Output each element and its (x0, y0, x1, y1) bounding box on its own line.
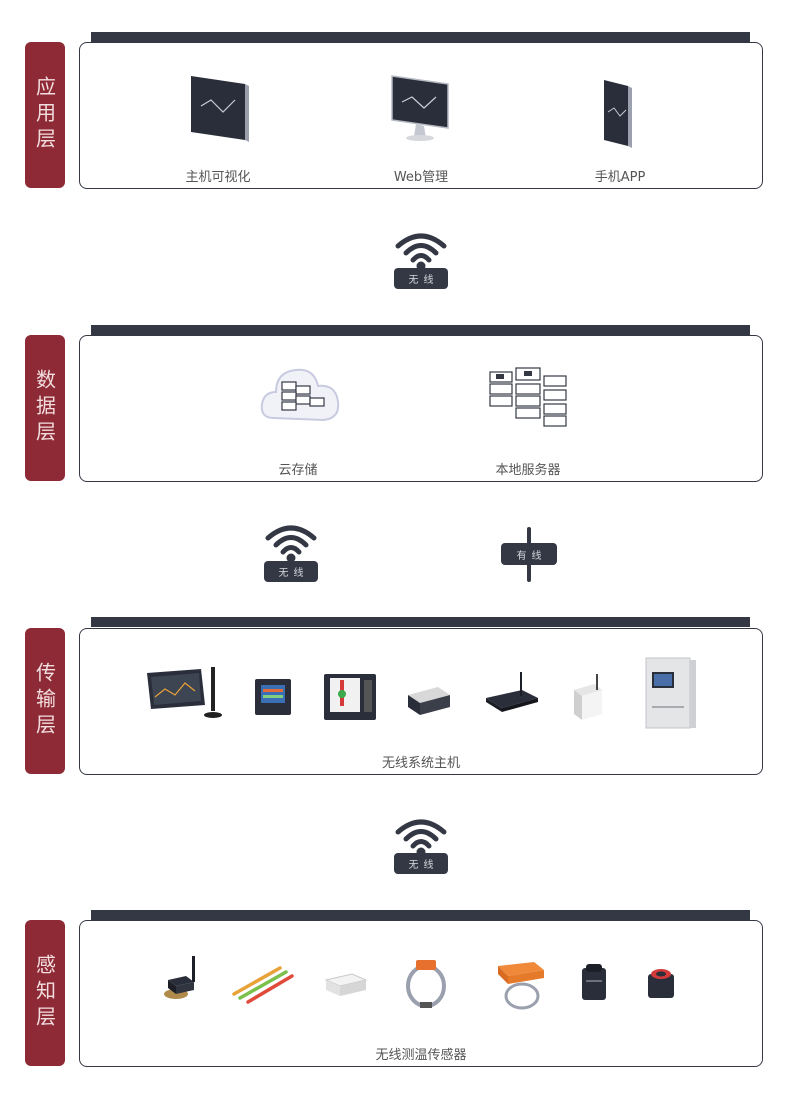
ct-sensor-black-icon (582, 964, 606, 1000)
wifi-icon (395, 819, 447, 857)
layer-caption-perception: 无线测温传感器 (375, 1048, 467, 1063)
gateway-module-icon (408, 687, 450, 715)
antenna-sensor-icon (164, 956, 195, 999)
host-monitor-icon (191, 76, 249, 142)
layer-box-data (79, 335, 763, 482)
layer-header-bar (91, 910, 750, 920)
wireless-router-icon (486, 672, 538, 712)
din-rail-module-icon (574, 674, 602, 720)
layer-label-perception: 感知层 (25, 920, 65, 1066)
layer-header-bar (91, 325, 750, 335)
busbar-sensor-icon (324, 973, 368, 996)
cable-tie-sensor-icon (232, 966, 294, 1004)
phone-icon (604, 80, 632, 148)
layer-label-data: 数据层 (25, 335, 65, 481)
web-monitor-icon (391, 75, 449, 141)
connection-tag-wireless: 无线 (394, 853, 448, 874)
item-label-mobile-app: 手机APP (594, 170, 646, 185)
layer-label-transport: 传输层 (25, 628, 65, 774)
panel-meter-icon (255, 679, 291, 715)
wifi-icon (395, 233, 447, 271)
layer-header-bar (91, 32, 750, 42)
ring-sensor-icon (406, 960, 446, 1008)
item-label-web-management: Web管理 (393, 170, 449, 185)
connection-tag-wired: 有线 (501, 543, 557, 565)
cabinet-host-icon (645, 657, 696, 729)
connection-tag-wireless: 无线 (264, 561, 318, 582)
layer-caption-transport: 无线系统主机 (381, 756, 461, 771)
server-rack-icon (489, 367, 567, 427)
switch-controller-icon (324, 674, 376, 720)
cloud-storage-icon (260, 368, 340, 422)
item-label-local-server: 本地服务器 (495, 463, 561, 478)
connection-tag-wireless: 无线 (394, 268, 448, 289)
item-label-cloud-storage: 云存储 (278, 463, 318, 478)
item-label-host-visualization: 主机可视化 (185, 170, 251, 185)
clamp-sensor-icon (498, 962, 544, 1010)
tablet-host-icon (147, 667, 222, 718)
ct-sensor-red-icon (648, 969, 674, 998)
layer-header-bar (91, 617, 750, 627)
wifi-icon (265, 525, 317, 563)
layer-label-application: 应用层 (25, 42, 65, 188)
